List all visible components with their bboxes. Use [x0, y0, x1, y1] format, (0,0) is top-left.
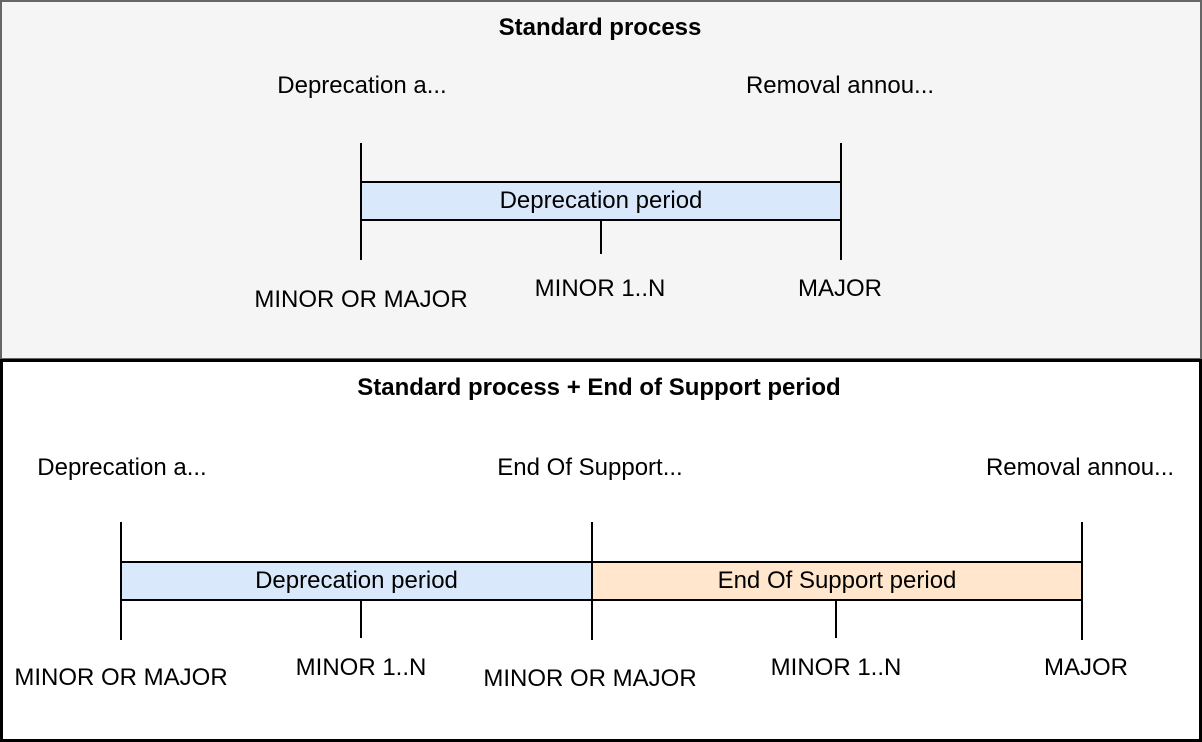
milestone-label-end-of-support: End Of Support...: [497, 454, 683, 481]
timeline-tick: [835, 600, 837, 638]
version-label-minor-or-major: MINOR OR MAJOR: [14, 664, 228, 691]
version-label-minor-1-n: MINOR 1..N: [770, 654, 902, 681]
end-of-support-period-bar: End Of Support period: [591, 561, 1083, 601]
timeline-tick: [360, 600, 362, 638]
version-label-minor-1-n: MINOR 1..N: [534, 275, 666, 302]
milestone-label-deprecation-announcement: Deprecation a...: [277, 72, 447, 99]
standard-process-panel: [0, 0, 1202, 360]
standard-process-eos-title: Standard process + End of Support period: [357, 374, 841, 401]
version-label-major: MAJOR: [798, 275, 882, 302]
end-of-support-period-bar-label: End Of Support period: [717, 567, 957, 594]
version-label-minor-or-major: MINOR OR MAJOR: [254, 286, 468, 313]
deprecation-period-bar-label: Deprecation period: [255, 567, 458, 594]
deprecation-period-bar: Deprecation period: [360, 181, 842, 221]
milestone-label-deprecation-announcement: Deprecation a...: [37, 454, 207, 481]
standard-process-title: Standard process: [498, 14, 702, 41]
version-label-minor-1-n: MINOR 1..N: [295, 654, 427, 681]
standard-process-eos-panel: [0, 359, 1202, 742]
milestone-label-removal-announcement: Removal annou...: [985, 454, 1175, 481]
timeline-tick: [600, 221, 602, 254]
version-label-major: MAJOR: [1044, 654, 1128, 681]
version-label-minor-or-major: MINOR OR MAJOR: [483, 665, 697, 692]
deprecation-period-bar-label: Deprecation period: [499, 187, 703, 214]
deprecation-period-bar: Deprecation period: [120, 561, 593, 601]
milestone-label-removal-announcement: Removal annou...: [745, 72, 935, 99]
